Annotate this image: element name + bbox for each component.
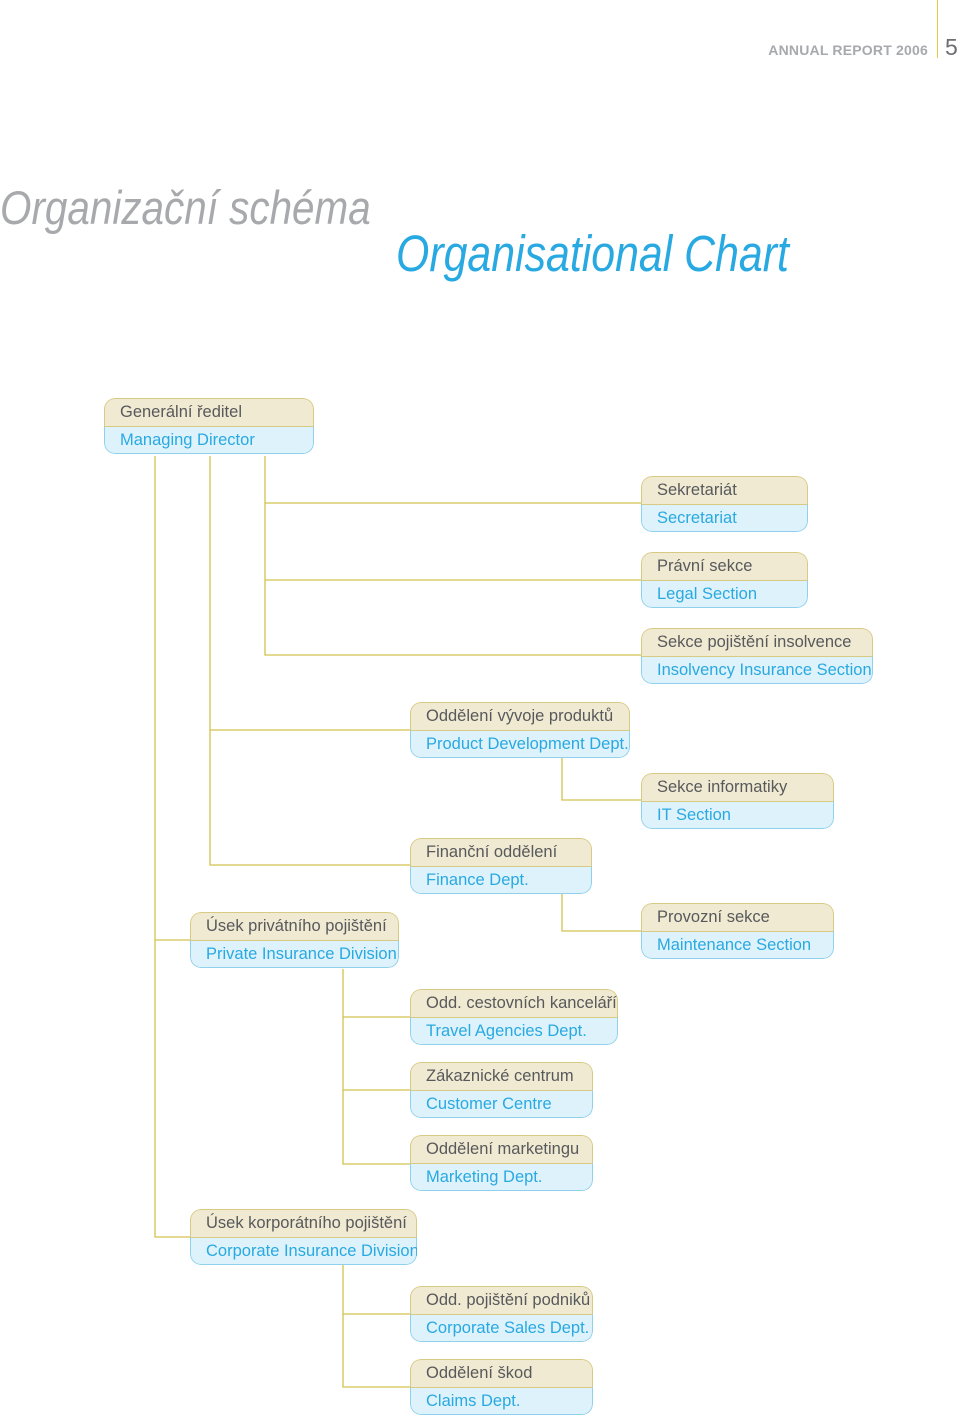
node-label-en: Legal Section bbox=[641, 580, 808, 608]
node-product-development: Oddělení vývoje produktů Product Develop… bbox=[410, 702, 630, 758]
node-label-cz: Sekretariát bbox=[641, 476, 808, 504]
node-label-en: Maintenance Section bbox=[641, 931, 834, 959]
connector-corporate-claims bbox=[342, 1265, 411, 1388]
node-label-en: Corporate Sales Dept. bbox=[410, 1314, 593, 1342]
node-label-en: Travel Agencies Dept. bbox=[410, 1017, 618, 1045]
node-label-cz: Oddělení škod bbox=[410, 1359, 593, 1387]
node-label-cz: Sekce pojištění insolvence bbox=[641, 628, 873, 656]
node-label-cz: Oddělení marketingu bbox=[410, 1135, 593, 1163]
node-label-cz: Sekce informatiky bbox=[641, 773, 834, 801]
node-label-cz: Úsek privátního pojištění bbox=[190, 912, 399, 940]
node-label-cz: Odd. pojištění podniků bbox=[410, 1286, 593, 1314]
node-label-en: Managing Director bbox=[104, 426, 314, 454]
node-label-en: Claims Dept. bbox=[410, 1387, 593, 1415]
node-it-section: Sekce informatiky IT Section bbox=[641, 773, 834, 829]
node-label-cz: Finanční oddělení bbox=[410, 838, 592, 866]
connector-maintenance bbox=[561, 894, 642, 932]
node-label-cz: Právní sekce bbox=[641, 552, 808, 580]
node-insolvency-section: Sekce pojištění insolvence Insolvency In… bbox=[641, 628, 873, 684]
node-label-cz: Úsek korporátního pojištění bbox=[190, 1209, 417, 1237]
node-marketing-dept: Oddělení marketingu Marketing Dept. bbox=[410, 1135, 593, 1191]
connector-director-staff bbox=[264, 456, 642, 656]
node-label-en: Marketing Dept. bbox=[410, 1163, 593, 1191]
title-czech: Organizační schéma bbox=[0, 181, 371, 234]
node-label-en: Insolvency Insurance Section bbox=[641, 656, 873, 684]
node-label-en: Corporate Insurance Division bbox=[190, 1237, 417, 1265]
node-label-cz: Zákaznické centrum bbox=[410, 1062, 593, 1090]
connector-director-finance bbox=[209, 456, 411, 866]
connector-it bbox=[561, 758, 642, 801]
page-number: 5 bbox=[945, 34, 958, 60]
node-managing-director: Generální ředitel Managing Director bbox=[104, 398, 314, 454]
node-label-en: Product Development Dept. bbox=[410, 730, 630, 758]
node-label-en: IT Section bbox=[641, 801, 834, 829]
node-label-cz: Generální ředitel bbox=[104, 398, 314, 426]
node-corporate-sales: Odd. pojištění podniků Corporate Sales D… bbox=[410, 1286, 593, 1342]
report-header-label: ANNUAL REPORT 2006 bbox=[768, 42, 928, 58]
node-corporate-insurance-division: Úsek korporátního pojištění Corporate In… bbox=[190, 1209, 417, 1265]
node-label-cz: Odd. cestovních kanceláří bbox=[410, 989, 618, 1017]
node-label-en: Private Insurance Division bbox=[190, 940, 399, 968]
node-finance-dept: Finanční oddělení Finance Dept. bbox=[410, 838, 592, 894]
node-travel-agencies: Odd. cestovních kanceláří Travel Agencie… bbox=[410, 989, 618, 1045]
node-label-cz: Oddělení vývoje produktů bbox=[410, 702, 630, 730]
node-customer-centre: Zákaznické centrum Customer Centre bbox=[410, 1062, 593, 1118]
node-label-en: Customer Centre bbox=[410, 1090, 593, 1118]
node-claims-dept: Oddělení škod Claims Dept. bbox=[410, 1359, 593, 1415]
header-divider bbox=[937, 0, 938, 58]
node-legal-section: Právní sekce Legal Section bbox=[641, 552, 808, 608]
node-private-insurance-division: Úsek privátního pojištění Private Insura… bbox=[190, 912, 399, 968]
node-secretariat: Sekretariát Secretariat bbox=[641, 476, 808, 532]
node-label-cz: Provozní sekce bbox=[641, 903, 834, 931]
title-english: Organisational Chart bbox=[396, 225, 789, 282]
connector-director-corporate bbox=[154, 456, 191, 1238]
node-label-en: Finance Dept. bbox=[410, 866, 592, 894]
node-maintenance-section: Provozní sekce Maintenance Section bbox=[641, 903, 834, 959]
connector-private-marketing bbox=[342, 969, 411, 1165]
node-label-en: Secretariat bbox=[641, 504, 808, 532]
